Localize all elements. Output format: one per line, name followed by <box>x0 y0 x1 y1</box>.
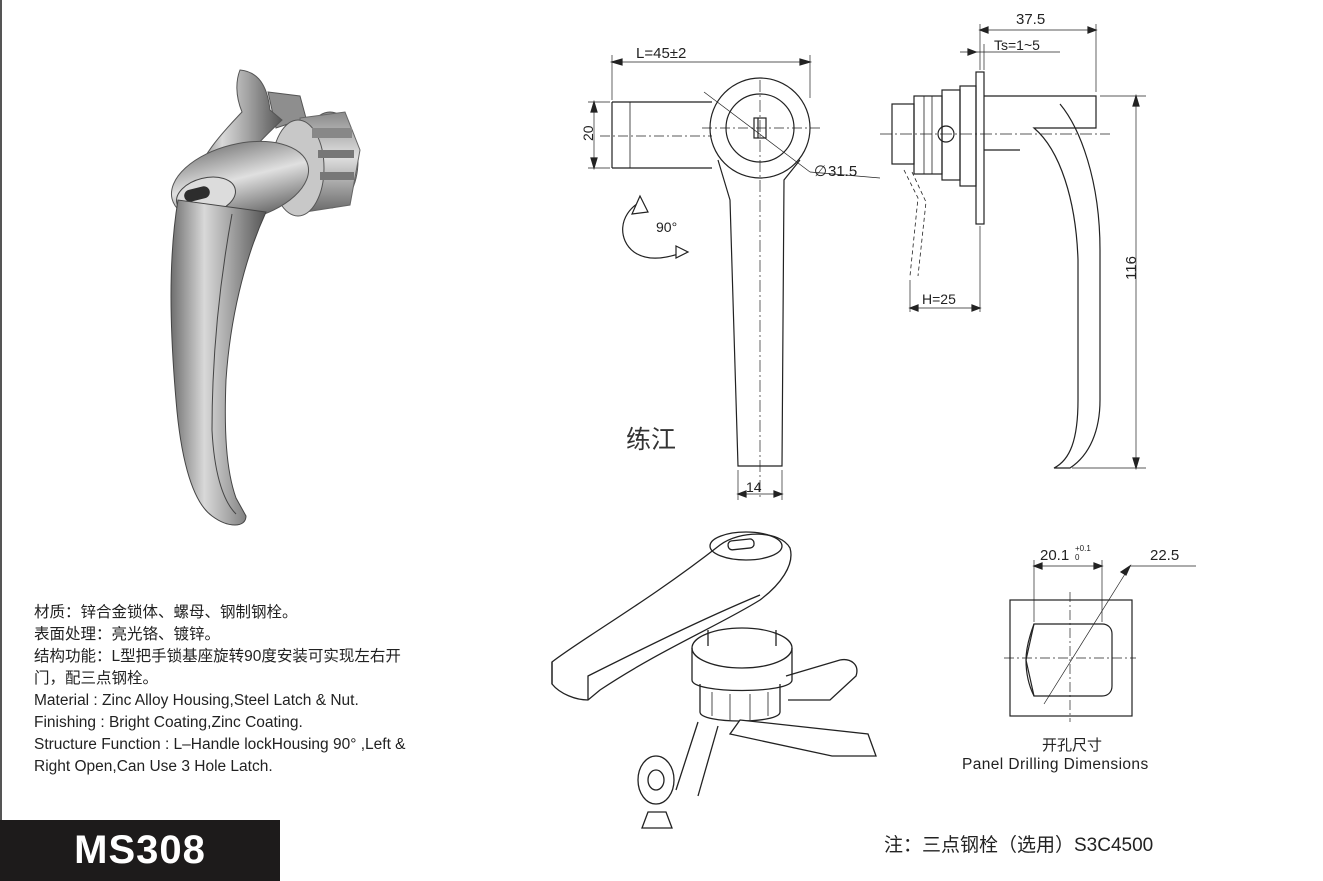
dim-depth-37-5: 37.5 <box>1016 11 1045 28</box>
model-banner: MS308 <box>0 820 280 881</box>
drilling-label-en: Panel Drilling Dimensions <box>962 756 1149 773</box>
side-view-drawing <box>880 24 1146 471</box>
dim-total-116: 116 <box>1123 256 1140 280</box>
spec-cn-finish: 表面处理：亮光铬、镀锌。 <box>34 626 221 643</box>
watermark: 练江 <box>626 425 677 454</box>
dim-diameter: 31.5 <box>828 163 857 180</box>
page-edge-line <box>0 0 2 881</box>
dim-diameter-symbol: ∅ <box>814 163 827 180</box>
latch-note: 注：三点钢栓（选用）S3C4500 <box>884 835 1154 856</box>
front-view-drawing <box>588 55 881 500</box>
dim-h-25: H=25 <box>922 291 956 307</box>
spec-en-structure-1: Structure Function : L–Handle lockHousin… <box>34 736 406 753</box>
dim-drill-tol-lower: 0 <box>1075 553 1080 562</box>
model-number: MS308 <box>74 828 206 872</box>
panel-drilling-drawing <box>1004 560 1196 722</box>
drilling-label-cn: 开孔尺寸 <box>1042 737 1103 754</box>
spec-cn-material: 材质：锌合金锁体、螺母、钢制钢栓。 <box>34 604 298 621</box>
spec-en-structure-2: Right Open,Can Use 3 Hole Latch. <box>34 758 273 775</box>
spec-en-material: Material : Zinc Alloy Housing,Steel Latc… <box>34 692 359 709</box>
specifications: 材质：锌合金锁体、螺母、钢制钢栓。 表面处理：亮光铬、镀锌。 结构功能：L型把手… <box>34 602 484 778</box>
spec-en-finish: Finishing : Bright Coating,Zinc Coating. <box>34 714 303 731</box>
dim-drill-tol-upper: +0.1 <box>1075 544 1091 553</box>
dim-height-20: 20 <box>580 125 596 141</box>
product-render <box>170 69 361 526</box>
isometric-drawing <box>551 531 877 829</box>
spec-cn-structure-2: 门，配三点钢栓。 <box>34 670 159 687</box>
dim-drill-diameter: 22.5 <box>1150 547 1179 564</box>
dim-rotation: 90° <box>656 219 677 235</box>
dim-panel-thickness: Ts=1~5 <box>994 37 1040 53</box>
dim-length: L=45±2 <box>636 45 686 62</box>
dim-drill-width: 20.1 <box>1040 547 1069 564</box>
spec-cn-structure-1: 结构功能：L型把手锁基座旋转90度安装可实现左右开 <box>34 648 401 665</box>
dim-width-14: 14 <box>746 479 762 495</box>
